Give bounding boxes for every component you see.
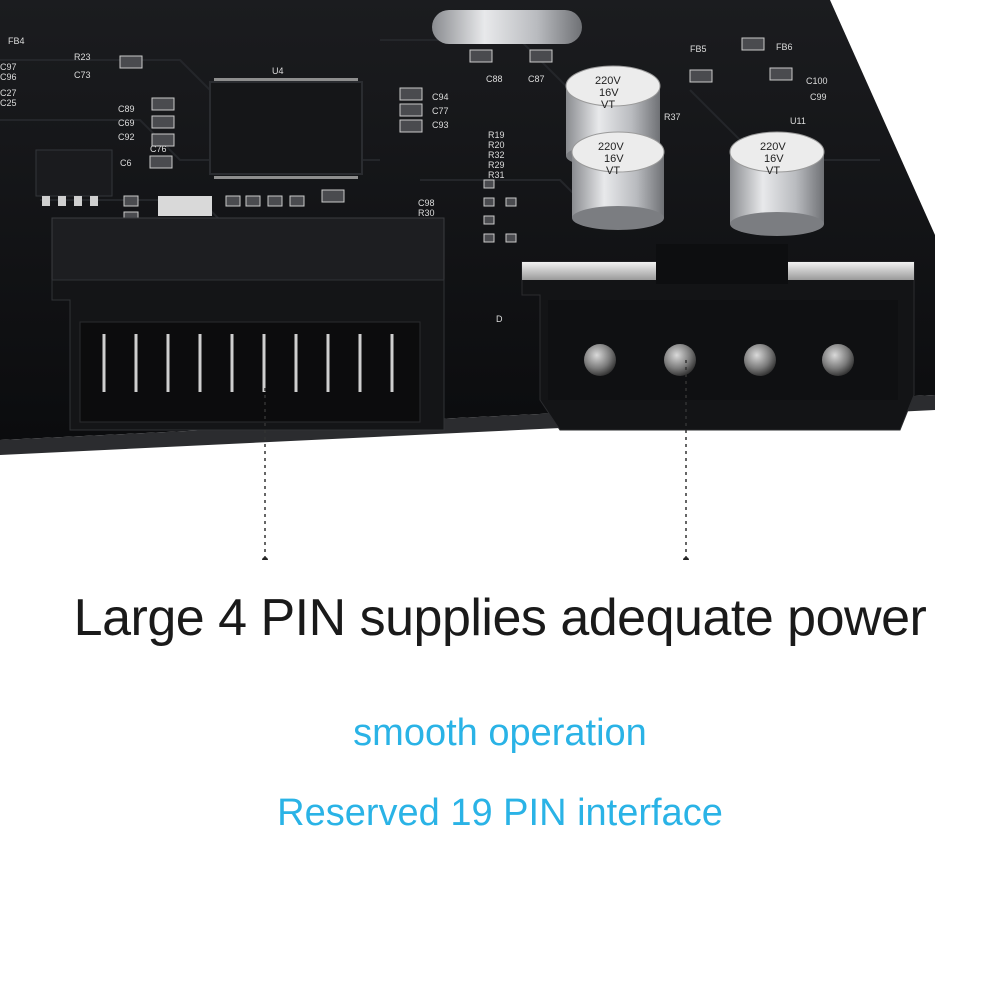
- svg-text:220V: 220V: [598, 141, 624, 153]
- svg-text:C93: C93: [432, 120, 449, 130]
- capacitor-2: 220V 16V VT: [571, 131, 665, 230]
- controller-chip: [209, 81, 363, 175]
- leader-dot-molex: [683, 557, 689, 560]
- svg-text:C94: C94: [432, 92, 449, 102]
- pin-header-19pin: [51, 217, 445, 431]
- svg-text:U11: U11: [790, 116, 806, 126]
- svg-text:C98: C98: [418, 198, 435, 208]
- svg-text:16V: 16V: [764, 153, 784, 165]
- chip-pins: [214, 78, 358, 179]
- svg-text:VT: VT: [606, 165, 620, 177]
- svg-text:C88: C88: [486, 74, 503, 84]
- svg-text:C89: C89: [118, 104, 135, 114]
- svg-text:220V: 220V: [760, 141, 786, 153]
- svg-text:R37: R37: [664, 112, 681, 122]
- smd-components: [119, 37, 793, 243]
- svg-text:FB4: FB4: [8, 36, 25, 46]
- headline-caption: Large 4 PIN supplies adequate power: [73, 589, 927, 647]
- svg-text:C6: C6: [120, 158, 132, 168]
- svg-text:D: D: [496, 314, 503, 324]
- svg-text:220V: 220V: [595, 75, 621, 87]
- svg-text:C76: C76: [150, 144, 167, 154]
- svg-text:C99: C99: [810, 92, 827, 102]
- svg-text:VT: VT: [601, 99, 615, 111]
- svg-text:C25: C25: [0, 98, 17, 108]
- silkscreen-labels: FB4 R23 C97 C96 C27 C25 C73 C89 C69 C92 …: [0, 36, 828, 324]
- feature-caption-1: smooth operation: [353, 712, 647, 754]
- svg-text:C27: C27: [0, 88, 17, 98]
- svg-text:C100: C100: [806, 76, 828, 86]
- svg-text:C96: C96: [0, 72, 17, 82]
- svg-text:R19: R19: [488, 130, 505, 140]
- feature-caption-2: Reserved 19 PIN interface: [277, 792, 723, 834]
- svg-text:R32: R32: [488, 150, 505, 160]
- leader-lines: [264, 360, 687, 558]
- regulator-chip: [35, 149, 113, 197]
- svg-text:R29: R29: [488, 160, 505, 170]
- molex-pins: [584, 344, 854, 376]
- svg-text:C77: C77: [432, 106, 449, 116]
- svg-text:C69: C69: [118, 118, 135, 128]
- svg-text:16V: 16V: [599, 87, 619, 99]
- svg-text:C73: C73: [74, 70, 91, 80]
- svg-text:R30: R30: [418, 208, 435, 218]
- fuse: [158, 196, 212, 216]
- svg-text:R20: R20: [488, 140, 505, 150]
- crystal-oscillator: [432, 10, 582, 44]
- svg-text:R31: R31: [488, 170, 505, 180]
- svg-text:FB6: FB6: [776, 42, 793, 52]
- svg-text:16V: 16V: [604, 153, 624, 165]
- pcb-product-photo: FB4 R23 C97 C96 C27 C25 C73 C89 C69 C92 …: [0, 0, 935, 560]
- svg-text:R23: R23: [74, 52, 91, 62]
- molex-4pin-connector: [521, 244, 915, 431]
- header-pins: [102, 334, 394, 392]
- svg-text:C92: C92: [118, 132, 135, 142]
- svg-text:FB5: FB5: [690, 44, 707, 54]
- svg-text:C87: C87: [528, 74, 545, 84]
- svg-text:VT: VT: [766, 165, 780, 177]
- svg-text:C97: C97: [0, 62, 17, 72]
- svg-text:U4: U4: [272, 66, 284, 76]
- leader-dot-header: [262, 557, 268, 560]
- capacitor-3: 220V 16V VT: [729, 131, 825, 236]
